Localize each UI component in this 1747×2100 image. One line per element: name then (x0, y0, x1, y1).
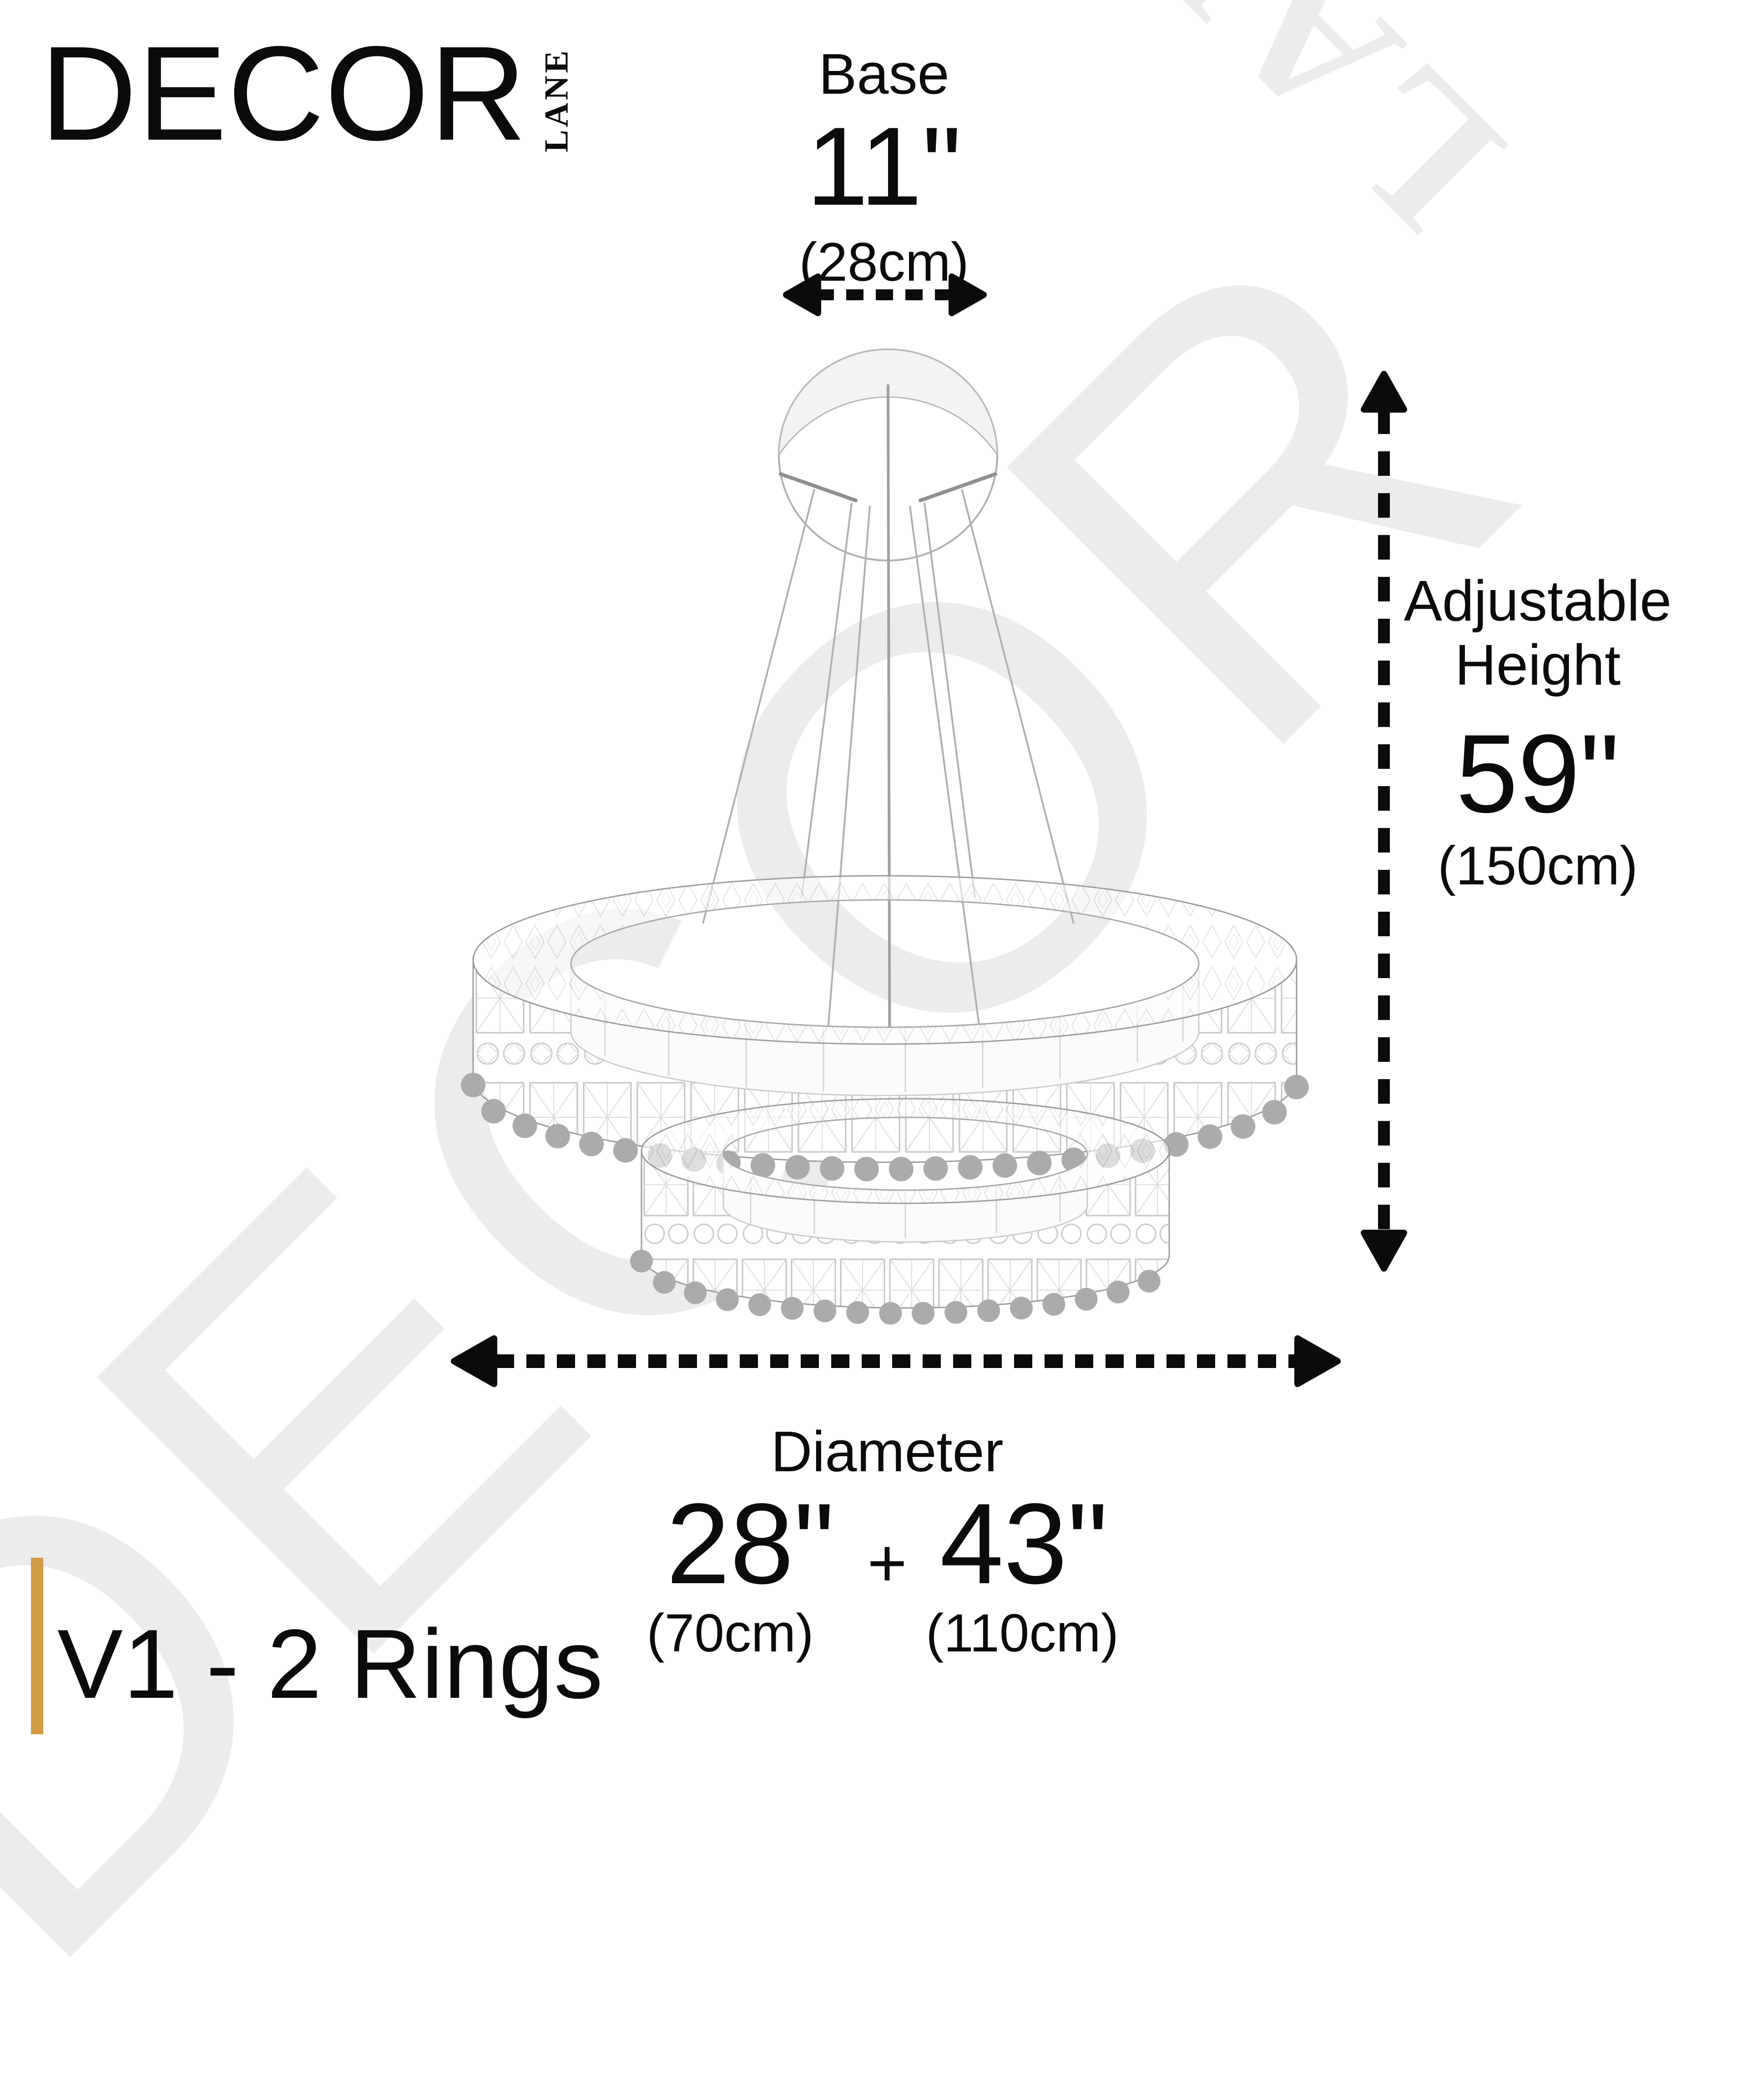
small-ring-inner-wall (722, 1153, 1088, 1243)
brand-logo-lane-box: LANE (530, 26, 584, 163)
watermark-decor-text: DECOR (0, 109, 1639, 2075)
base-dimension-block: Base 11" (28cm) (702, 42, 1066, 292)
center-rod (887, 384, 891, 1147)
diameter-ring2-imperial: 43" (939, 1480, 1108, 1608)
diameter-ring2-metric: (110cm) (925, 1603, 1119, 1663)
diameter-arrow-icon (451, 1335, 1341, 1387)
height-value-imperial: 59" (1456, 711, 1620, 836)
diameter-ring1-metric: (70cm) (646, 1603, 814, 1663)
canopy-rod-right (919, 472, 997, 502)
canopy-rod-left (779, 472, 858, 502)
diameter-values-row: 28" + 43" (560, 1487, 1215, 1601)
big-ring-bead-row (461, 1073, 1309, 1181)
plus-sign: + (867, 1525, 907, 1601)
variant-label: V1 - 2 Rings (57, 1609, 604, 1719)
suspension-cables (702, 384, 1075, 1147)
base-value-imperial: 11" (806, 104, 962, 229)
small-ring-bead-row (630, 1250, 1181, 1325)
big-ring-inner-wall (570, 963, 1200, 1096)
base-label: Base (818, 42, 949, 106)
height-value-metric: (150cm) (1437, 835, 1638, 897)
diameter-ring1-imperial: 28" (666, 1480, 835, 1608)
variant-accent-bar (31, 1558, 43, 1734)
ceiling-canopy (778, 348, 998, 561)
base-value-metric: (28cm) (799, 232, 969, 293)
brand-logo-lane: LANE (538, 48, 576, 152)
brand-logo: DECOR LANE (40, 26, 584, 163)
small-ring (630, 1098, 1181, 1325)
brand-logo-decor: DECOR (40, 18, 527, 168)
height-dimension-block: Adjustable Height 59" (150cm) (1392, 569, 1683, 896)
big-ring (461, 875, 1309, 1181)
height-label-line1: Adjustable (1404, 569, 1672, 633)
height-label-line2: Height (1454, 633, 1621, 697)
diameter-label: Diameter (771, 1419, 1004, 1484)
